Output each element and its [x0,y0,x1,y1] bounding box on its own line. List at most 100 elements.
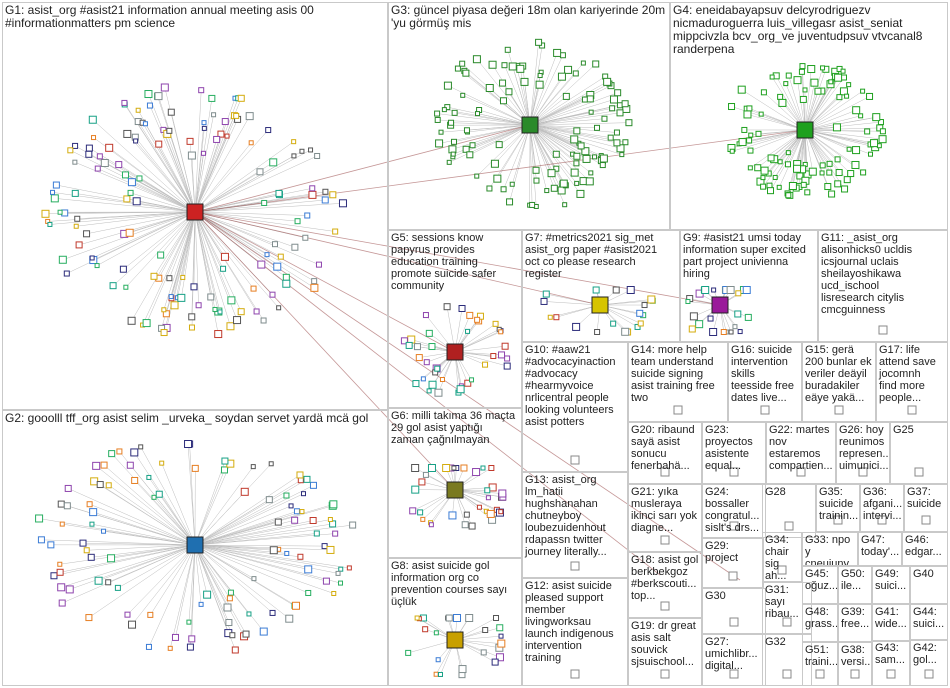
node[interactable] [868,151,874,157]
node[interactable] [601,115,608,122]
node[interactable] [94,263,100,269]
node[interactable] [114,584,121,591]
node[interactable] [469,142,476,149]
node[interactable] [754,164,762,172]
hub-node-g7[interactable] [591,296,609,314]
node[interactable] [89,255,95,261]
node[interactable] [133,138,139,144]
node[interactable] [284,550,290,556]
node[interactable] [735,290,742,297]
node[interactable] [188,324,195,331]
node[interactable] [155,490,163,498]
node[interactable] [798,68,805,75]
node[interactable] [695,320,704,329]
node[interactable] [486,185,493,192]
node[interactable] [188,635,196,643]
node[interactable] [400,337,408,345]
node[interactable] [144,90,153,99]
node[interactable] [47,221,53,227]
node[interactable] [126,461,134,469]
node[interactable] [485,84,494,93]
node[interactable] [846,82,852,88]
node[interactable] [729,521,739,531]
node[interactable] [755,130,762,137]
node[interactable] [877,515,887,525]
node[interactable] [57,583,66,592]
node[interactable] [146,102,153,109]
node[interactable] [428,343,436,351]
node[interactable] [288,503,294,509]
node[interactable] [422,626,429,633]
node[interactable] [157,251,165,259]
node[interactable] [614,89,622,97]
node[interactable] [793,76,802,85]
node[interactable] [637,320,644,327]
node[interactable] [500,186,507,193]
node[interactable] [177,293,186,302]
hub-node-g6[interactable] [446,481,464,499]
node[interactable] [852,106,861,115]
node[interactable] [47,541,55,549]
node[interactable] [259,627,268,636]
node[interactable] [308,147,314,153]
node[interactable] [819,162,826,169]
node[interactable] [121,99,128,106]
node[interactable] [130,448,139,457]
node[interactable] [187,151,196,160]
node[interactable] [746,137,753,144]
node[interactable] [273,262,282,271]
node[interactable] [553,165,560,172]
node[interactable] [75,241,83,249]
node[interactable] [572,322,581,331]
hub-node-g5[interactable] [446,343,464,361]
node[interactable] [458,665,467,674]
node[interactable] [784,521,794,531]
node[interactable] [227,296,236,305]
node[interactable] [498,351,506,359]
node[interactable] [472,468,481,477]
node[interactable] [245,112,254,121]
node[interactable] [37,536,45,544]
node[interactable] [451,465,457,471]
node[interactable] [248,140,254,146]
node[interactable] [581,147,590,156]
node[interactable] [233,316,242,325]
node[interactable] [160,329,168,337]
node[interactable] [291,601,300,610]
node[interactable] [607,134,614,141]
node[interactable] [824,183,832,191]
node[interactable] [783,81,789,87]
node[interactable] [291,139,297,145]
node[interactable] [296,471,304,479]
node[interactable] [50,194,59,203]
node[interactable] [282,279,291,288]
node[interactable] [96,481,104,489]
node[interactable] [302,234,309,241]
node[interactable] [265,496,273,504]
node[interactable] [835,169,843,177]
node[interactable] [907,405,917,415]
node[interactable] [493,615,500,621]
node[interactable] [728,571,738,581]
node[interactable] [586,95,594,103]
node[interactable] [466,151,474,159]
node[interactable] [924,669,934,679]
node[interactable] [285,614,294,623]
node[interactable] [411,485,420,494]
node[interactable] [65,585,74,594]
node[interactable] [167,108,175,116]
node[interactable] [79,539,87,547]
node[interactable] [537,73,543,79]
node[interactable] [460,464,468,472]
node[interactable] [839,87,848,96]
node[interactable] [872,113,881,122]
node[interactable] [728,103,736,111]
node[interactable] [553,48,562,57]
node[interactable] [123,129,132,138]
node[interactable] [274,518,282,526]
node[interactable] [785,192,792,199]
node[interactable] [167,645,173,651]
node[interactable] [509,181,515,187]
node[interactable] [877,119,884,126]
node[interactable] [89,521,95,527]
